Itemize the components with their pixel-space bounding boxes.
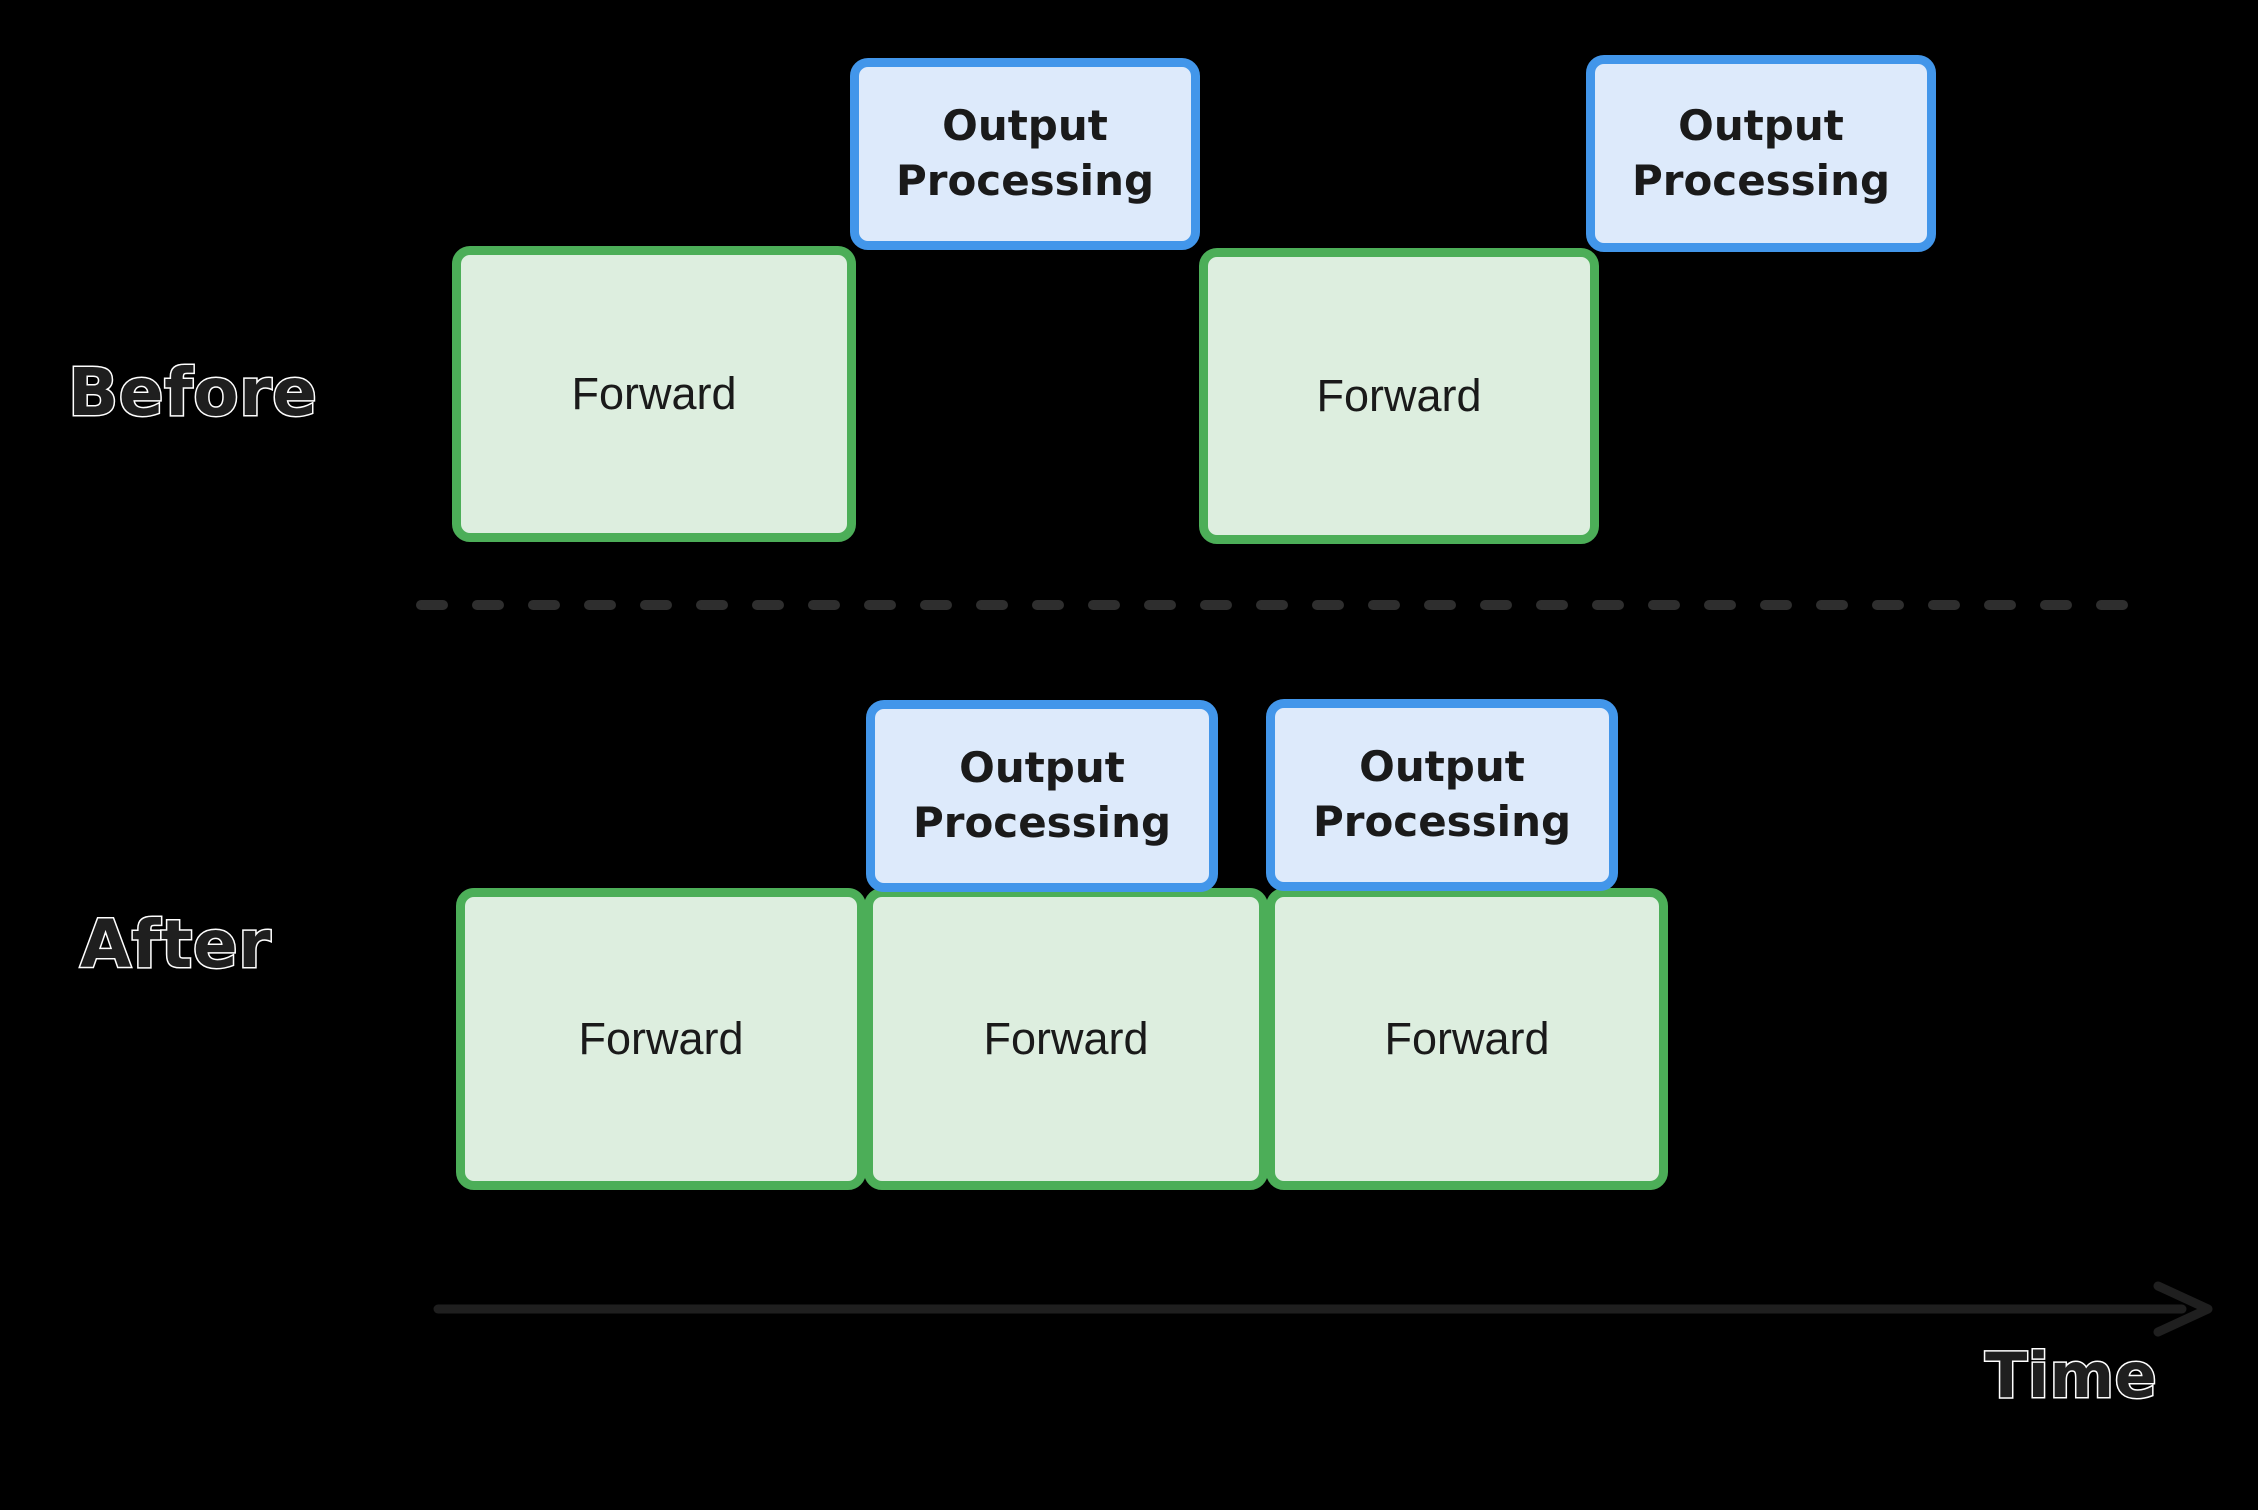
forward-block-label: Forward <box>1384 1013 1550 1065</box>
row-label-before: Before <box>66 354 318 431</box>
time-axis-arrow-icon <box>433 1281 2213 1337</box>
output-processing-block-after-1: Output Processing <box>866 700 1218 892</box>
forward-block-before-1: Forward <box>452 246 856 542</box>
forward-block-before-2: Forward <box>1199 248 1599 544</box>
output-processing-block-label: Output Processing <box>1312 742 1572 846</box>
time-axis-label: Time <box>1983 1339 2158 1412</box>
output-processing-block-after-2: Output Processing <box>1266 699 1618 891</box>
output-processing-block-label: Output Processing <box>895 101 1155 205</box>
output-processing-block-label: Output Processing <box>912 743 1172 847</box>
forward-block-label: Forward <box>578 1013 744 1065</box>
forward-block-label: Forward <box>1316 370 1482 422</box>
forward-block-label: Forward <box>571 368 737 420</box>
output-processing-block-label: Output Processing <box>1631 100 1891 205</box>
section-divider <box>416 600 2128 610</box>
output-processing-block-before-2: Output Processing <box>1586 55 1936 252</box>
forward-block-after-3: Forward <box>1266 888 1668 1190</box>
output-processing-block-before-1: Output Processing <box>850 58 1200 250</box>
forward-block-after-1: Forward <box>456 888 866 1190</box>
forward-block-after-2: Forward <box>864 888 1268 1190</box>
forward-block-label: Forward <box>983 1013 1149 1065</box>
row-label-after: After <box>78 906 272 983</box>
